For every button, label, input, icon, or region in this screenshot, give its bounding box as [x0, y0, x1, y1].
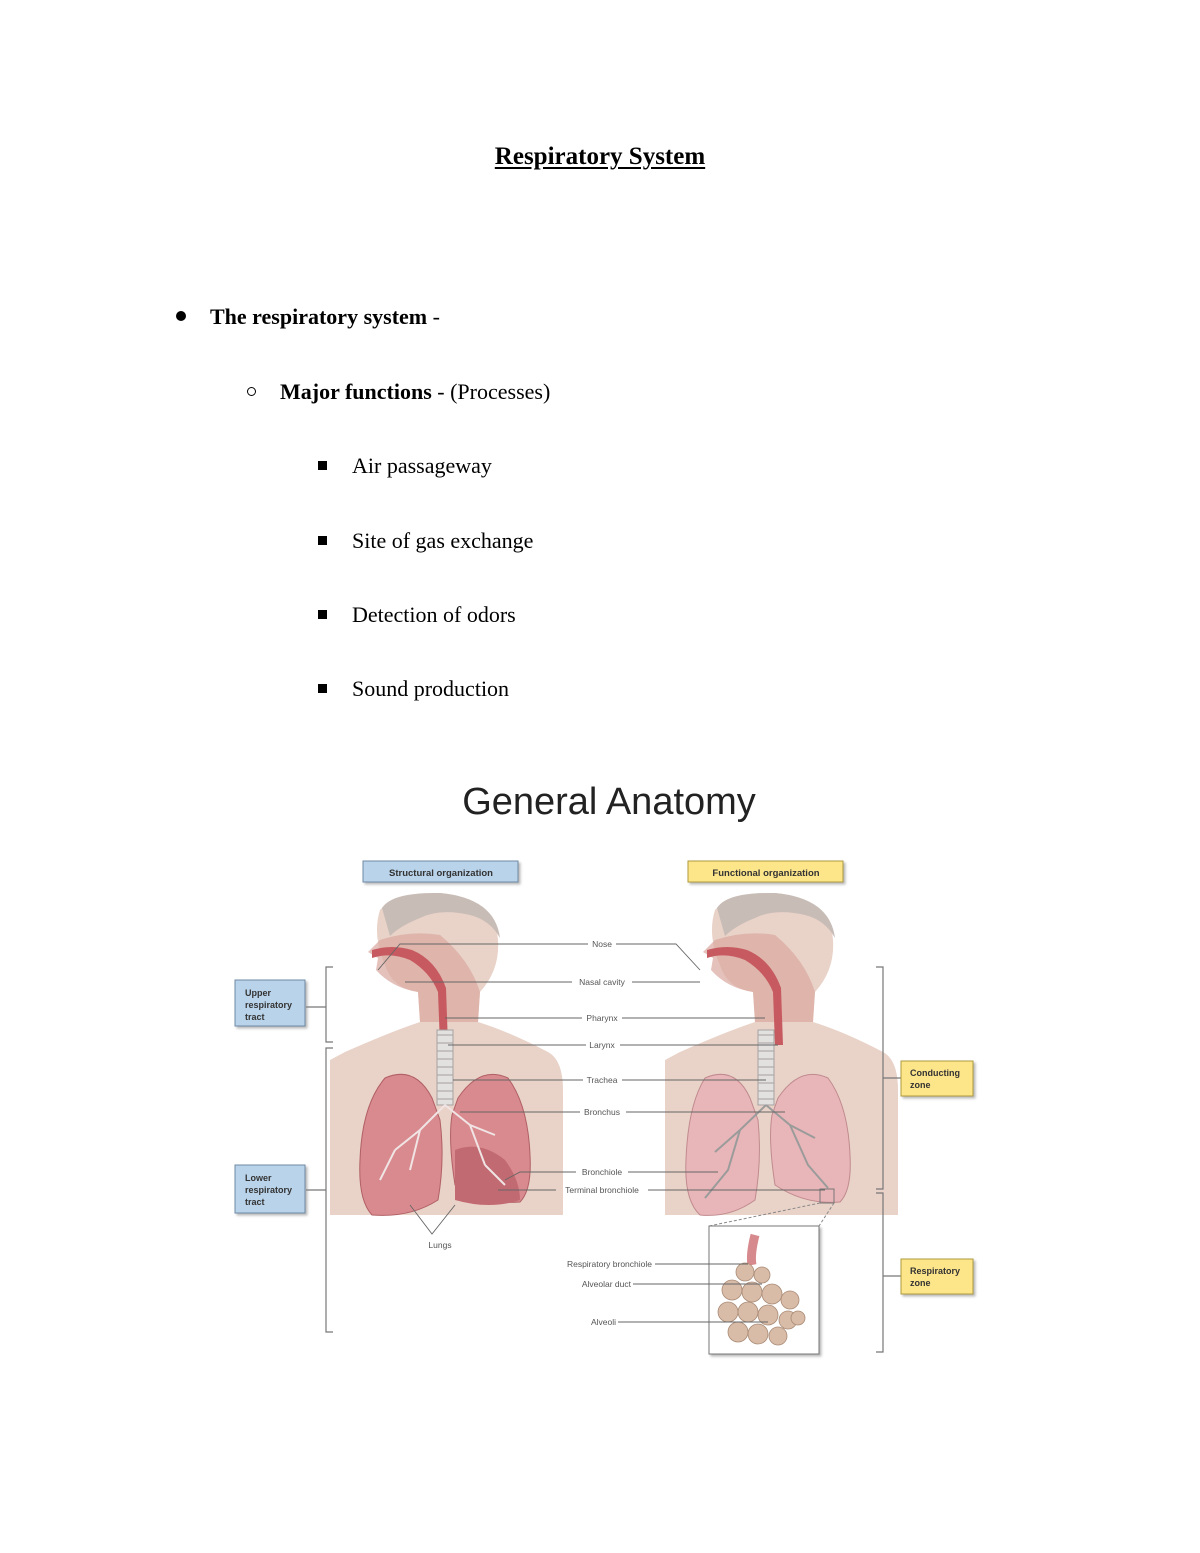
- label-alveoli: Alveoli: [591, 1317, 616, 1327]
- label-terminal-bronchiole: Terminal bronchiole: [565, 1185, 639, 1195]
- respiratory-zone-box: Respiratory zone: [900, 1258, 974, 1295]
- list-item-respiratory-system: The respiratory system -: [176, 304, 440, 330]
- structural-brackets: [306, 966, 333, 1333]
- conducting-zone-box: Conducting zone: [900, 1060, 974, 1097]
- bullet-disc: [176, 311, 186, 321]
- label-respiratory-bronchiole: Respiratory bronchiole: [567, 1259, 652, 1269]
- alveoli-inset: [708, 1188, 835, 1355]
- list-item-function: Sound production: [318, 676, 509, 702]
- conducting-zone-label-1: Conducting: [910, 1068, 960, 1078]
- respiratory-zone-label-1: Respiratory: [910, 1266, 960, 1276]
- upper-respiratory-tract-box: Upper respiratory tract: [234, 979, 306, 1027]
- bullet-square: [318, 536, 327, 545]
- functional-brackets: [876, 966, 901, 1353]
- label-pharynx: Pharynx: [586, 1013, 618, 1023]
- bullet-circle: [247, 387, 256, 396]
- upper-tract-label-3: tract: [245, 1012, 265, 1022]
- lower-tract-label-1: Lower: [245, 1173, 272, 1183]
- anatomy-figure: General Anatomy Structural organization …: [0, 760, 1200, 1400]
- conducting-zone-label-2: zone: [910, 1080, 931, 1090]
- list-item-function: Site of gas exchange: [318, 528, 533, 554]
- lower-tract-label-2: respiratory: [245, 1185, 292, 1195]
- label-nasal-cavity: Nasal cavity: [579, 977, 626, 987]
- bullet-square: [318, 610, 327, 619]
- function-label: Site of gas exchange: [352, 528, 534, 553]
- label-nose: Nose: [592, 939, 612, 949]
- label-bronchiole: Bronchiole: [582, 1167, 622, 1177]
- list-item-major-functions: Major functions - (Processes): [247, 379, 550, 405]
- upper-tract-label-1: Upper: [245, 988, 272, 998]
- function-label: Detection of odors: [352, 602, 516, 627]
- lower-tract-label-3: tract: [245, 1197, 265, 1207]
- structural-organization-label: Structural organization: [389, 868, 493, 879]
- list-item-function: Air passageway: [318, 453, 492, 479]
- list-item-suffix: -: [427, 304, 440, 329]
- page-title: Respiratory System: [494, 143, 706, 170]
- function-label: Air passageway: [352, 453, 492, 478]
- upper-tract-label-2: respiratory: [245, 1000, 292, 1010]
- label-trachea: Trachea: [587, 1075, 618, 1085]
- lower-respiratory-tract-box: Lower respiratory tract: [234, 1164, 306, 1214]
- structural-organization-box: Structural organization: [362, 860, 519, 883]
- right-torso-illustration: [665, 892, 898, 1216]
- label-larynx: Larynx: [589, 1040, 615, 1050]
- list-item-label: Major functions: [280, 379, 432, 404]
- list-item-suffix: - (Processes): [431, 379, 551, 404]
- respiratory-zone-label-2: zone: [910, 1278, 931, 1288]
- leader-lines: [377, 943, 825, 1323]
- function-label: Sound production: [352, 676, 510, 701]
- functional-organization-label: Functional organization: [712, 868, 819, 879]
- label-lungs: Lungs: [428, 1240, 451, 1250]
- label-alveolar-duct: Alveolar duct: [582, 1279, 632, 1289]
- functional-organization-box: Functional organization: [687, 860, 844, 883]
- label-bronchus: Bronchus: [584, 1107, 620, 1117]
- left-torso-illustration: [330, 892, 563, 1216]
- bullet-square: [318, 461, 327, 470]
- bullet-square: [318, 684, 327, 693]
- list-item-label: The respiratory system: [210, 304, 428, 329]
- figure-title: General Anatomy: [462, 781, 756, 823]
- list-item-function: Detection of odors: [318, 602, 516, 628]
